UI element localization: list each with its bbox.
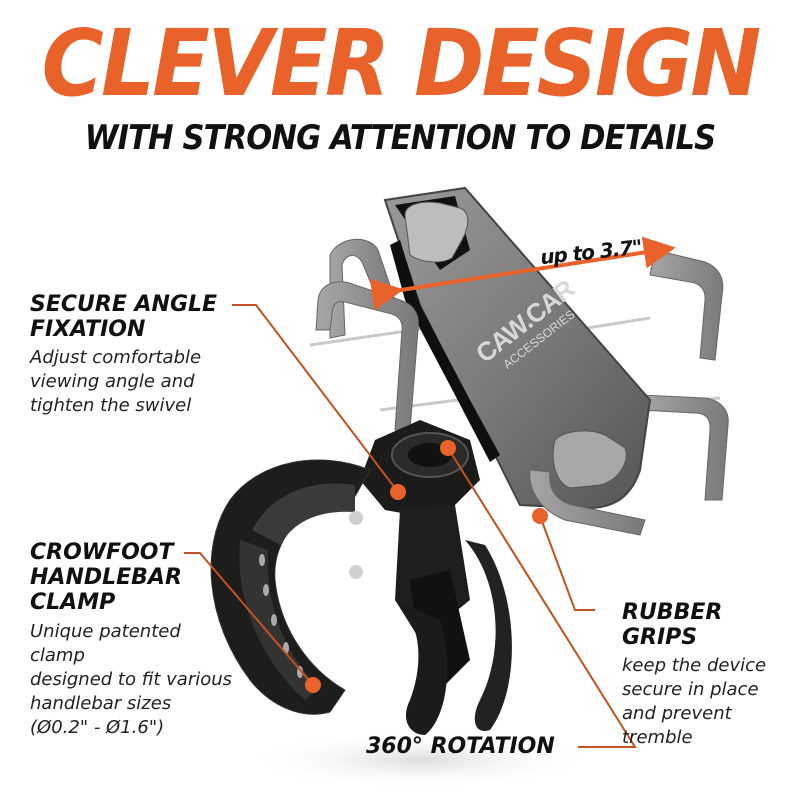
feature-desc-crowfoot-clamp: Unique patented clamp designed to fit va… (30, 621, 233, 738)
feature-title-rubber-grips: RUBBER GRIPS (622, 600, 723, 650)
width-dimension-arrow (369, 236, 676, 311)
callout-lines (184, 304, 637, 748)
crowfoot-clamp (210, 459, 512, 735)
headline-title: CLEVER DESIGN (41, 10, 762, 117)
callout-dots (305, 440, 548, 693)
feature-desc-rubber-grips: keep the device secure in place and prev… (622, 655, 767, 748)
feature-title-crowfoot-clamp: CROWFOOT HANDLEBAR CLAMP (30, 540, 182, 615)
feature-title-360-rotation: 360° ROTATION (366, 734, 555, 759)
feature-desc-angle-fixation: Adjust comfortable viewing angle and tig… (30, 347, 202, 416)
feature-title-angle-fixation: SECURE ANGLE FIXATION (30, 292, 218, 342)
headline-subtitle: WITH STRONG ATTENTION TO DETAILS (84, 118, 716, 158)
